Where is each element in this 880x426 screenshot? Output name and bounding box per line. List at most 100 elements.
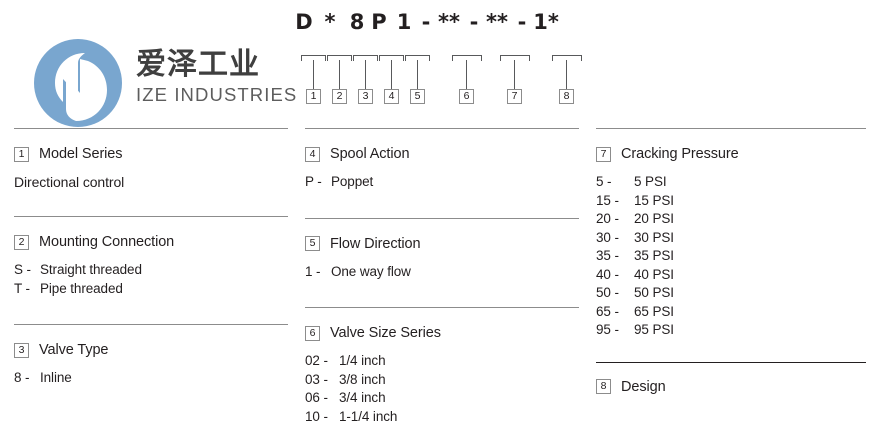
column-3: 7 Cracking Pressure 5 - 5 PSI 15 - 15 PS… xyxy=(596,128,866,395)
option-desc: 1/4 inch xyxy=(339,352,385,371)
options-table: 1 Model Series Directional control 2 Mou… xyxy=(0,128,880,416)
section-design: 8 Design xyxy=(596,379,866,395)
option-code: 1 - xyxy=(305,263,331,282)
list-item: S - Straight threaded xyxy=(14,261,288,280)
option-code: 8 - xyxy=(14,369,40,388)
column-1-rule-2 xyxy=(14,324,288,325)
section-number-3: 3 xyxy=(14,343,29,358)
option-desc: Pipe threaded xyxy=(40,280,123,299)
section-title-3: Valve Type xyxy=(39,342,108,358)
option-code: P - xyxy=(305,173,331,192)
option-code: 15 - xyxy=(596,192,634,211)
section-number-5: 5 xyxy=(305,236,320,251)
option-code: 50 - xyxy=(596,284,634,303)
option-code: 02 - xyxy=(305,352,339,371)
section-title-8: Design xyxy=(621,379,666,395)
column-2-rule-2 xyxy=(305,307,579,308)
list-item: 5 - 5 PSI xyxy=(596,173,866,192)
option-desc: Poppet xyxy=(331,173,373,192)
section-flow-direction: 5 Flow Direction 1 - One way flow xyxy=(305,236,579,282)
list-item: 06 - 3/4 inch xyxy=(305,389,579,408)
callout-drop-1 xyxy=(313,60,314,89)
option-desc: 15 PSI xyxy=(634,192,674,211)
callout-box-7: 7 xyxy=(507,89,522,104)
column-2-rule-1 xyxy=(305,218,579,219)
section-spool-action: 4 Spool Action P - Poppet xyxy=(305,146,579,192)
option-desc: Inline xyxy=(40,369,72,388)
option-code: 65 - xyxy=(596,303,634,322)
list-item: 20 - 20 PSI xyxy=(596,210,866,229)
option-code: 03 - xyxy=(305,371,339,390)
option-code: 35 - xyxy=(596,247,634,266)
column-3-rule-1 xyxy=(596,362,866,363)
option-code: S - xyxy=(14,261,40,280)
section-title-1: Model Series xyxy=(39,146,122,162)
section-number-4: 4 xyxy=(305,147,320,162)
callout-connectors: 1 2 3 4 5 6 7 8 xyxy=(0,0,880,128)
section-number-8: 8 xyxy=(596,379,611,394)
section-number-6: 6 xyxy=(305,326,320,341)
list-item: 10 - 1-1/4 inch xyxy=(305,408,579,426)
section-2-options: S - Straight threaded T - Pipe threaded xyxy=(14,261,288,298)
list-item: 03 - 3/8 inch xyxy=(305,371,579,390)
callout-drop-2 xyxy=(339,60,340,89)
option-desc: 95 PSI xyxy=(634,321,674,340)
list-item: 50 - 50 PSI xyxy=(596,284,866,303)
option-desc: 65 PSI xyxy=(634,303,674,322)
callout-drop-6 xyxy=(466,60,467,89)
section-number-7: 7 xyxy=(596,147,611,162)
list-item: 40 - 40 PSI xyxy=(596,266,866,285)
list-item: 15 - 15 PSI xyxy=(596,192,866,211)
option-code: 5 - xyxy=(596,173,634,192)
option-desc: 3/8 inch xyxy=(339,371,385,390)
callout-box-5: 5 xyxy=(410,89,425,104)
list-item: 8 - Inline xyxy=(14,369,288,388)
option-desc: Straight threaded xyxy=(40,261,142,280)
list-item: 30 - 30 PSI xyxy=(596,229,866,248)
option-desc: 20 PSI xyxy=(634,210,674,229)
option-desc: 5 PSI xyxy=(634,173,667,192)
callout-box-8: 8 xyxy=(559,89,574,104)
section-7-options: 5 - 5 PSI 15 - 15 PSI 20 - 20 PSI 30 - 3… xyxy=(596,173,866,340)
callout-drop-3 xyxy=(365,60,366,89)
column-1: 1 Model Series Directional control 2 Mou… xyxy=(14,128,288,388)
option-desc: 30 PSI xyxy=(634,229,674,248)
list-item: 95 - 95 PSI xyxy=(596,321,866,340)
section-3-options: 8 - Inline xyxy=(14,369,288,388)
column-1-rule-1 xyxy=(14,216,288,217)
column-2: 4 Spool Action P - Poppet 5 Flow Directi… xyxy=(305,128,579,426)
section-1-value: Directional control xyxy=(14,174,288,190)
callout-box-4: 4 xyxy=(384,89,399,104)
callout-box-1: 1 xyxy=(306,89,321,104)
section-title-5: Flow Direction xyxy=(330,236,420,252)
callout-box-3: 3 xyxy=(358,89,373,104)
page-header: 爱泽工业 IZE INDUSTRIES D * 8 P 1 - ** - ** … xyxy=(0,0,880,128)
column-1-top-rule xyxy=(14,128,288,129)
option-desc: 3/4 inch xyxy=(339,389,385,408)
callout-box-6: 6 xyxy=(459,89,474,104)
option-code: 20 - xyxy=(596,210,634,229)
list-item: T - Pipe threaded xyxy=(14,280,288,299)
option-desc: 40 PSI xyxy=(634,266,674,285)
section-valve-size-series: 6 Valve Size Series 02 - 1/4 inch 03 - 3… xyxy=(305,325,579,426)
section-title-6: Valve Size Series xyxy=(330,325,441,341)
section-cracking-pressure: 7 Cracking Pressure 5 - 5 PSI 15 - 15 PS… xyxy=(596,146,866,340)
section-4-options: P - Poppet xyxy=(305,173,579,192)
callout-drop-5 xyxy=(417,60,418,89)
column-2-top-rule xyxy=(305,128,579,129)
list-item: 02 - 1/4 inch xyxy=(305,352,579,371)
list-item: 1 - One way flow xyxy=(305,263,579,282)
section-model-series: 1 Model Series Directional control xyxy=(14,146,288,190)
list-item: 65 - 65 PSI xyxy=(596,303,866,322)
option-code: T - xyxy=(14,280,40,299)
list-item: P - Poppet xyxy=(305,173,579,192)
option-desc: 50 PSI xyxy=(634,284,674,303)
option-desc: 35 PSI xyxy=(634,247,674,266)
list-item: 35 - 35 PSI xyxy=(596,247,866,266)
section-title-4: Spool Action xyxy=(330,146,409,162)
option-desc: One way flow xyxy=(331,263,411,282)
section-6-options: 02 - 1/4 inch 03 - 3/8 inch 06 - 3/4 inc… xyxy=(305,352,579,426)
section-mounting-connection: 2 Mounting Connection S - Straight threa… xyxy=(14,234,288,298)
section-title-7: Cracking Pressure xyxy=(621,146,739,162)
section-title-2: Mounting Connection xyxy=(39,234,174,250)
